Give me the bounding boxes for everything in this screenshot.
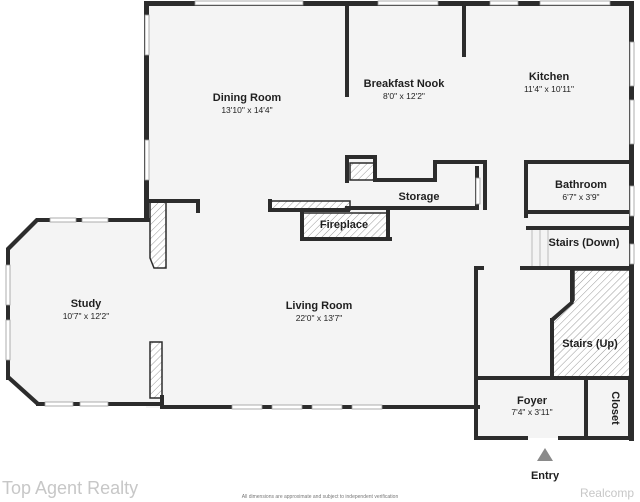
floor-fill [8, 3, 632, 438]
bathroom-label: Bathroom [555, 179, 607, 191]
living-room-label: Living Room [286, 300, 353, 312]
study-dims: 10'7" x 12'2" [63, 311, 110, 321]
kitchen-label: Kitchen [529, 71, 570, 83]
breakfast-nook-dims: 8'0" x 12'2" [383, 91, 425, 101]
disclaimer-text: All dimensions are approximate and subje… [241, 494, 399, 500]
watermark-brand-right: Realcomp [579, 486, 634, 500]
foyer-label: Foyer [517, 395, 548, 407]
stairs-up-label: Stairs (Up) [562, 338, 618, 350]
stairs-down-label: Stairs (Down) [549, 237, 620, 249]
pillar-upper-hatch [149, 201, 167, 269]
foyer-dims: 7'4" x 3'11" [511, 407, 552, 417]
entry-label: Entry [531, 470, 560, 482]
stairs-down-treads [531, 230, 549, 268]
pillar-lower-hatch [149, 341, 163, 399]
watermark-brand-left: Top Agent Realty [2, 478, 139, 498]
dining-room-dims: 13'10" x 14'4" [221, 105, 272, 115]
bathroom-dims: 6'7" x 3'9" [562, 192, 599, 202]
dining-room-label: Dining Room [213, 92, 282, 104]
breakfast-nook-label: Breakfast Nook [364, 78, 446, 90]
living-room-dims: 22'0" x 13'7" [296, 313, 343, 323]
storage-label: Storage [399, 191, 440, 203]
kitchen-dims: 11'4" x 10'11" [524, 84, 574, 94]
windows [5, 0, 635, 410]
storage-shaft-hatch [349, 162, 376, 181]
study-label: Study [71, 298, 102, 310]
entry-arrow-icon [537, 448, 553, 461]
closet-label: Closet [609, 391, 621, 425]
fireplace-label: Fireplace [320, 219, 368, 231]
